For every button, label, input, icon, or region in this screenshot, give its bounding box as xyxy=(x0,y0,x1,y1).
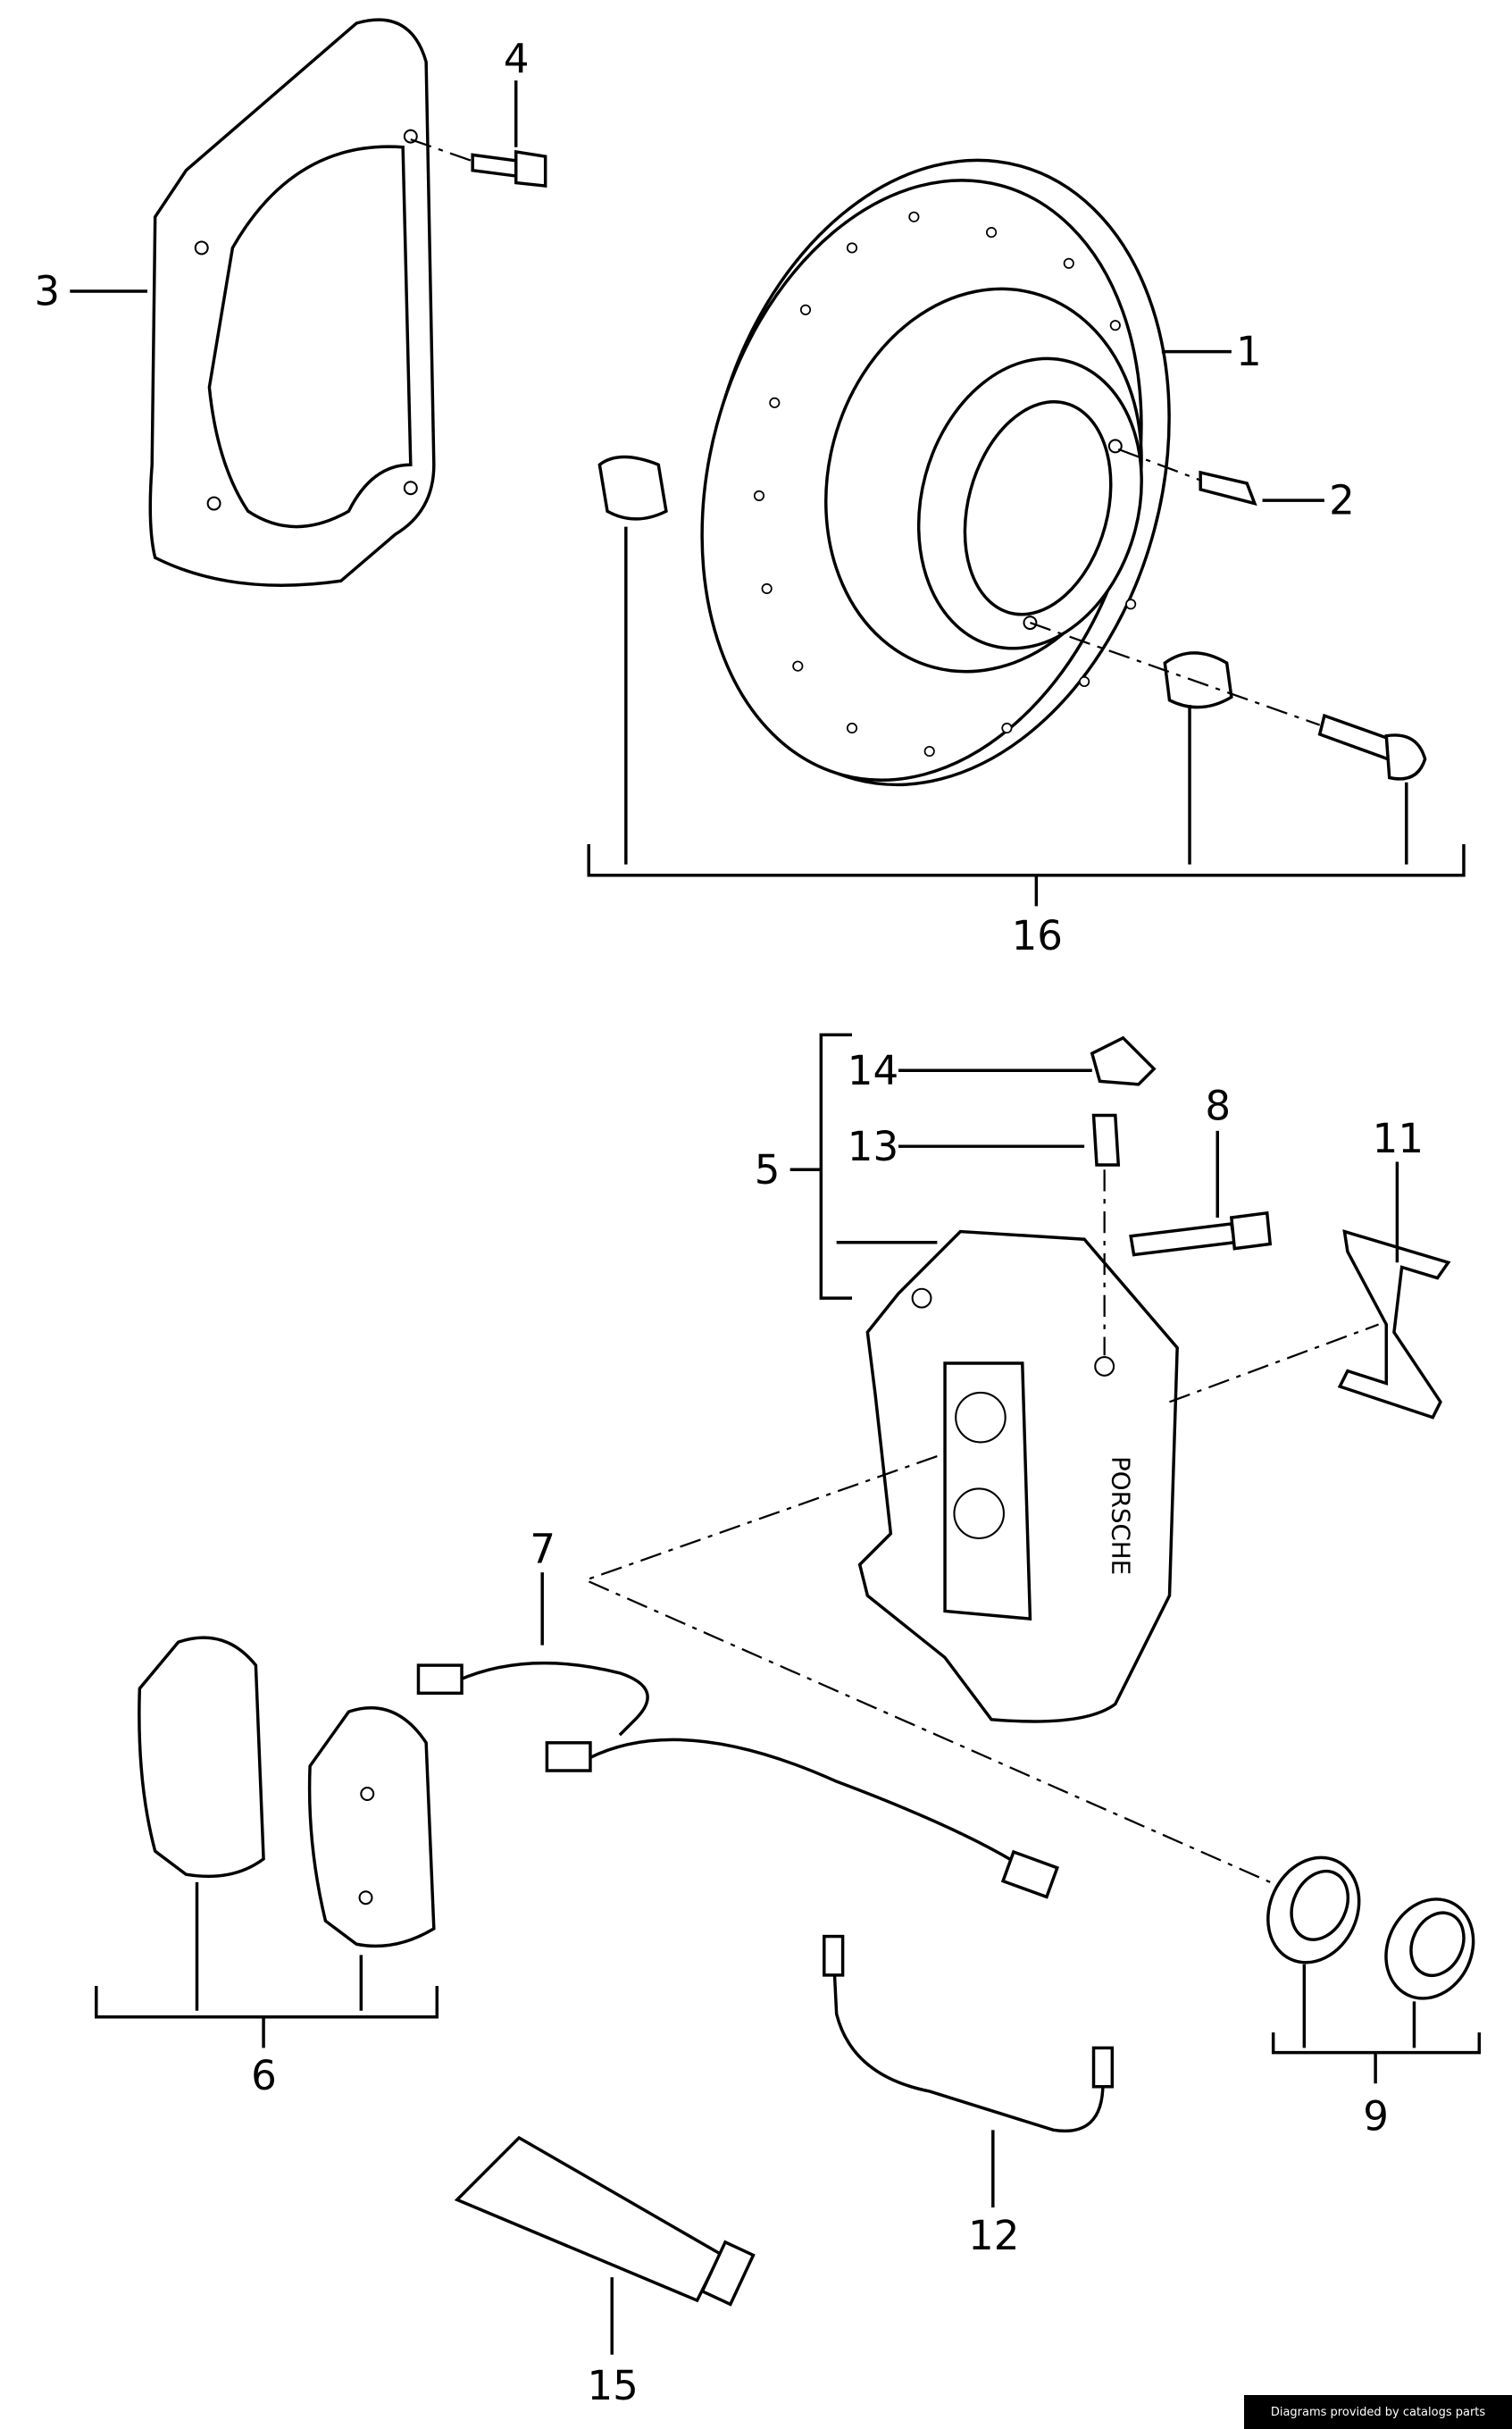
part-16-bolt[interactable] xyxy=(1317,713,1427,781)
callout-3: 3 xyxy=(34,268,60,315)
part-9-seal-a[interactable] xyxy=(1251,1843,1375,1978)
part-9-seal-b[interactable] xyxy=(1370,1885,1489,2013)
callout-1: 1 xyxy=(1236,328,1262,375)
callout-5: 5 xyxy=(755,1146,781,1194)
part-4-bolt[interactable] xyxy=(471,149,547,188)
part-6-brake-pad-outer[interactable] xyxy=(138,1636,265,1879)
part-1-brake-rotor[interactable] xyxy=(638,107,1236,837)
callout-4: 4 xyxy=(504,36,530,83)
callout-11: 11 xyxy=(1373,1115,1424,1162)
credit-banner: Diagrams provided by catalogs parts xyxy=(1244,2395,1512,2429)
part-12-brake-line[interactable] xyxy=(823,1934,1115,2133)
callout-2: 2 xyxy=(1329,477,1355,524)
part-8-bolt[interactable] xyxy=(1129,1210,1273,1257)
callout-15: 15 xyxy=(587,2362,638,2409)
part-2-screw[interactable] xyxy=(1199,470,1257,507)
callout-12: 12 xyxy=(968,2212,1019,2259)
part-11-anti-rattle-spring[interactable] xyxy=(1337,1229,1451,1420)
callout-13: 13 xyxy=(848,1123,898,1170)
part-15-grease-tube[interactable] xyxy=(454,2135,756,2307)
callout-6: 6 xyxy=(251,2052,277,2099)
callout-16: 16 xyxy=(1012,912,1063,959)
callout-14: 14 xyxy=(848,1047,898,1094)
part-14-bleeder-cap[interactable] xyxy=(1090,1035,1157,1086)
callout-7: 7 xyxy=(530,1526,556,1573)
part-16-spacer-left[interactable] xyxy=(597,455,668,521)
part-3-brake-shield[interactable] xyxy=(148,18,436,587)
caliper-brand-text: PORSCHE xyxy=(1106,1456,1135,1575)
part-6-brake-pad-inner[interactable] xyxy=(307,1706,436,1948)
part-13-bleeder-valve[interactable] xyxy=(1091,1113,1121,1167)
part-5-brake-caliper[interactable]: PORSCHE xyxy=(857,1229,1179,1723)
part-16-spacer-right[interactable] xyxy=(1163,651,1233,709)
callout-9: 9 xyxy=(1363,2092,1389,2140)
part-7-wear-sensor[interactable] xyxy=(416,1661,1060,1899)
callout-8: 8 xyxy=(1205,1083,1231,1130)
